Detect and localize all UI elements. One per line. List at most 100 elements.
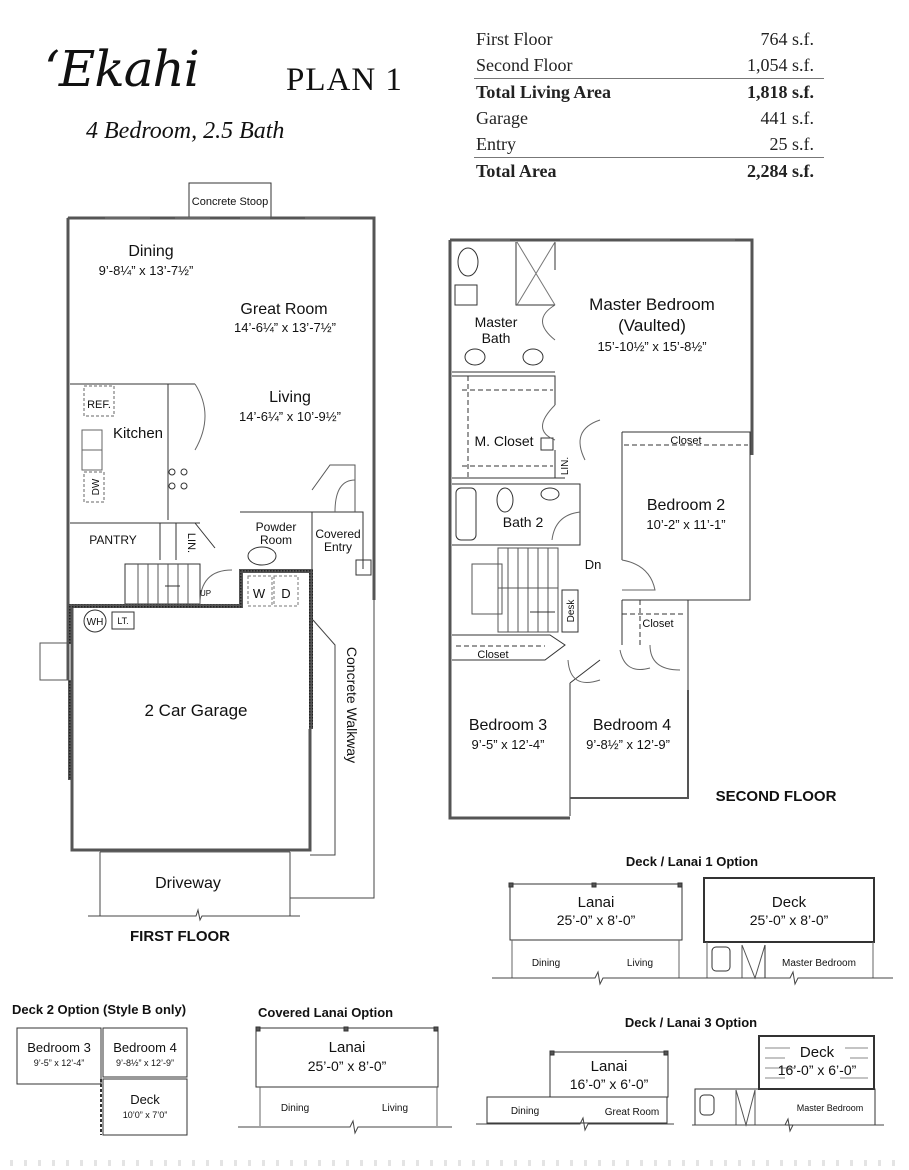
label-master-bedroom: Master Bedroom — [589, 295, 715, 314]
label-covered-entry-1: Covered — [315, 527, 360, 541]
label-garage: 2 Car Garage — [145, 701, 248, 720]
label-bedroom2: Bedroom 2 — [647, 497, 725, 514]
label-lanai-1: Lanai — [578, 894, 615, 911]
area-row-first-floor: First Floor 764 s.f. — [474, 26, 824, 52]
label-concrete-stoop: Concrete Stoop — [192, 196, 268, 208]
dims-deck-1: 25’-0” x 8’-0” — [750, 912, 829, 928]
dims-lanai-1: 25’-0” x 8’-0” — [557, 912, 636, 928]
second-floor-labels: Master Bedroom (Vaulted) 15’-10½” x 15’-… — [469, 295, 837, 805]
area-label: Total Area — [476, 161, 557, 181]
second-floor-plan — [448, 238, 754, 820]
area-label: Entry — [476, 134, 516, 154]
label-great-room: Great Room — [240, 301, 327, 318]
first-floor-plan — [39, 182, 376, 922]
dims-deck2-deck: 10’0” x 7’0” — [123, 1110, 168, 1120]
area-row-total-living: Total Living Area 1,818 s.f. — [474, 78, 824, 105]
label-closet-bedroom3: Closet — [477, 649, 508, 661]
dims-bedroom3: 9’-5” x 12’-4” — [472, 737, 545, 752]
label-powder-room-1: Powder — [256, 520, 297, 534]
label-laundry-tub: LT. — [117, 616, 128, 626]
label-lanai-3-dining: Dining — [511, 1106, 539, 1117]
label-washer: W — [253, 586, 266, 601]
title-first-floor: FIRST FLOOR — [130, 928, 230, 945]
label-master-bath-1: Master — [475, 314, 518, 330]
plan-subtitle: 4 Bedroom, 2.5 Bath — [86, 118, 285, 144]
area-label: Total Living Area — [476, 82, 612, 102]
area-row-second-floor: Second Floor 1,054 s.f. — [474, 52, 824, 78]
area-value: 764 s.f. — [760, 29, 815, 49]
label-deck-1: Deck — [772, 894, 807, 911]
dims-great-room: 14’-6¼” x 13’-7½” — [234, 320, 336, 335]
label-pantry: PANTRY — [89, 533, 137, 547]
plan-label: PLAN 1 — [286, 62, 403, 98]
dims-deck-3: 16’-0” x 6’-0” — [778, 1062, 857, 1078]
covered-lanai-diagram — [238, 1026, 452, 1135]
label-living: Living — [269, 389, 311, 406]
title-covered-lanai: Covered Lanai Option — [258, 1005, 393, 1020]
area-row-entry: Entry 25 s.f. — [474, 131, 824, 157]
label-bedroom4: Bedroom 4 — [593, 717, 671, 734]
area-row-total-area: Total Area 2,284 s.f. — [474, 157, 824, 184]
title-deck-2: Deck 2 Option (Style B only) — [12, 1002, 186, 1017]
first-floor-labels: Concrete Stoop Dining 9’-8¼” x 13’-7½” G… — [87, 196, 361, 945]
dims-lanai-3: 16’-0” x 6’-0” — [570, 1076, 649, 1092]
label-master-closet: M. Closet — [474, 433, 533, 449]
area-value: 441 s.f. — [760, 108, 815, 128]
label-master-vaulted: (Vaulted) — [618, 316, 686, 335]
label-deck2-bedroom3: Bedroom 3 — [27, 1040, 91, 1055]
area-label: Second Floor — [476, 55, 573, 75]
label-covered-lanai: Lanai — [329, 1039, 366, 1056]
label-master-bath-2: Bath — [482, 330, 511, 346]
area-value: 1,054 s.f. — [747, 55, 814, 75]
area-table: First Floor 764 s.f. Second Floor 1,054 s.… — [474, 26, 824, 184]
label-ref: REF. — [87, 399, 111, 411]
label-bath2: Bath 2 — [503, 514, 544, 530]
label-up: UP — [200, 589, 211, 598]
dims-master-bedroom: 15’-10½” x 15’-8½” — [597, 339, 706, 354]
label-desk: Desk — [566, 599, 577, 623]
label-covered-entry-2: Entry — [324, 540, 352, 554]
label-closet-bedroom2: Closet — [670, 435, 701, 447]
deck-lanai-1-diagram — [492, 877, 893, 986]
label-dining: Dining — [128, 243, 173, 260]
label-lanai-3: Lanai — [591, 1058, 628, 1075]
label-closet-bedroom4: Closet — [642, 618, 673, 630]
fine-print-footnote — [10, 1160, 900, 1166]
label-lanai-1-living: Living — [627, 958, 653, 969]
label-stairs-down: Dn — [585, 557, 602, 572]
area-value: 1,818 s.f. — [747, 82, 814, 102]
label-dryer: D — [281, 586, 290, 601]
label-powder-room-2: Room — [260, 533, 292, 547]
label-deck-1-master-bedroom: Master Bedroom — [782, 958, 856, 969]
area-row-garage: Garage 441 s.f. — [474, 105, 824, 131]
dims-covered-lanai: 25’-0” x 8’-0” — [308, 1058, 387, 1074]
brand-title: ‘Ekahi — [44, 40, 200, 98]
label-kitchen: Kitchen — [113, 425, 163, 442]
label-driveway: Driveway — [155, 875, 221, 892]
option-labels: Deck / Lanai 1 Option Lanai 25’-0” x 8’-… — [12, 854, 863, 1120]
dims-bedroom4: 9’-8½” x 12’-9” — [586, 737, 670, 752]
label-water-heater: WH — [87, 617, 104, 628]
area-value: 2,284 s.f. — [747, 161, 814, 181]
label-deck-3-master-bedroom: Master Bedroom — [797, 1103, 864, 1113]
area-label: Garage — [476, 108, 528, 128]
area-label: First Floor — [476, 29, 553, 49]
label-deck2-deck: Deck — [130, 1092, 160, 1107]
label-lanai-3-great-room: Great Room — [605, 1107, 659, 1118]
label-deck2-bedroom4: Bedroom 4 — [113, 1040, 177, 1055]
dims-deck2-bedroom4: 9’-8½” x 12’-9” — [116, 1058, 174, 1068]
dims-living: 14’-6¼” x 10’-9½” — [239, 409, 341, 424]
label-lin-first: LIN. — [185, 533, 197, 553]
label-covered-lanai-dining: Dining — [281, 1103, 309, 1114]
label-concrete-walkway: Concrete Walkway — [344, 647, 360, 763]
dims-deck2-bedroom3: 9’-5” x 12’-4” — [34, 1058, 85, 1068]
label-deck-3: Deck — [800, 1044, 835, 1061]
title-deck-lanai-3: Deck / Lanai 3 Option — [625, 1015, 757, 1030]
area-value: 25 s.f. — [769, 134, 815, 154]
dims-bedroom2: 10’-2” x 11’-1” — [646, 517, 725, 532]
deck-lanai-3-diagram — [476, 1035, 884, 1133]
deck-2-diagram — [16, 1027, 188, 1136]
title-deck-lanai-1: Deck / Lanai 1 Option — [626, 854, 758, 869]
label-lin-second: LIN. — [560, 457, 571, 475]
